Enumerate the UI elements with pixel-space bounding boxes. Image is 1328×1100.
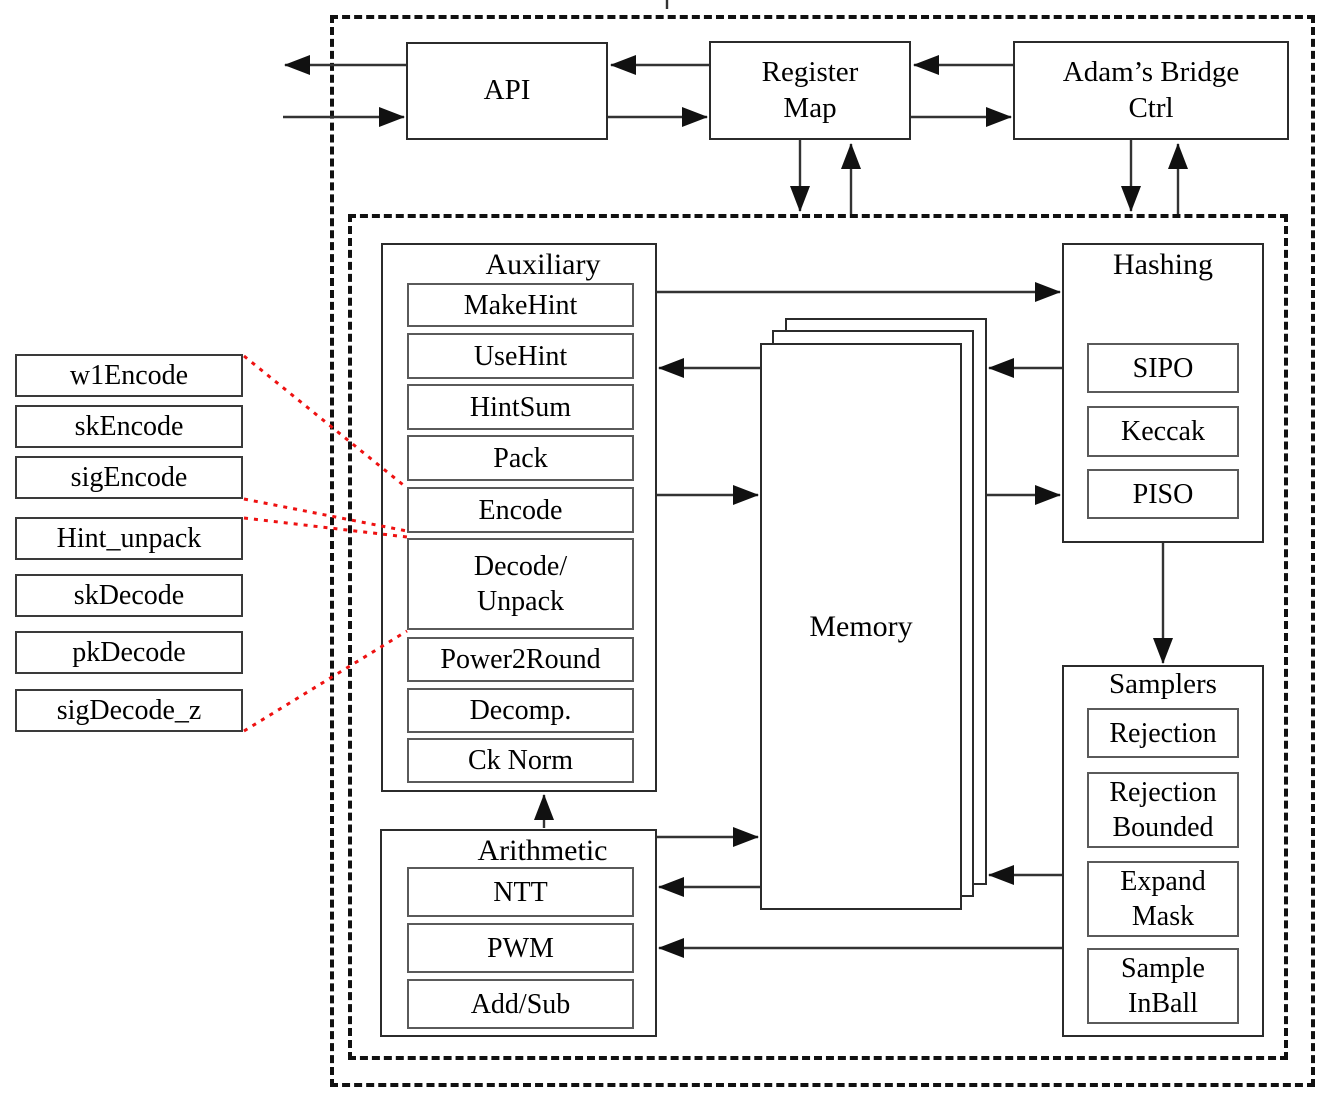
aux-item-ck-norm: Ck Norm [407, 738, 634, 783]
auxiliary-title: Auxiliary [485, 248, 601, 281]
register-map-block: Register Map [709, 41, 911, 140]
samplers-item-sample-inball: Sample InBall [1087, 948, 1239, 1024]
hashing-title: Hashing [1113, 248, 1213, 281]
callout-pkdecode: pkDecode [15, 631, 243, 674]
samplers-item-rejection: Rejection [1087, 708, 1239, 758]
callout-skdecode: skDecode [15, 574, 243, 617]
callout-hint-unpack: Hint_unpack [15, 517, 243, 560]
hashing-item-sipo: SIPO [1087, 343, 1239, 393]
adams-bridge-ctrl-block: Adam’s Bridge Ctrl [1013, 41, 1289, 140]
arithmetic-item-add-sub: Add/Sub [407, 979, 634, 1029]
samplers-item-rejection-bounded: Rejection Bounded [1087, 772, 1239, 848]
aux-item-power2round: Power2Round [407, 637, 634, 682]
callout-w1encode: w1Encode [15, 354, 243, 397]
callout-sigencode: sigEncode [15, 456, 243, 499]
callout-sigdecode-z: sigDecode_z [15, 689, 243, 732]
arithmetic-item-pwm: PWM [407, 923, 634, 973]
memory-block: Memory [760, 343, 962, 910]
hashing-item-keccak: Keccak [1087, 406, 1239, 457]
api-block: API [406, 42, 608, 140]
samplers-item-expand-mask: Expand Mask [1087, 861, 1239, 937]
aux-item-decomp: Decomp. [407, 688, 634, 733]
hashing-item-piso: PISO [1087, 469, 1239, 519]
aux-item-makehint: MakeHint [407, 283, 634, 327]
aux-item-encode: Encode [407, 487, 634, 533]
aux-item-pack: Pack [407, 435, 634, 481]
aux-item-decode-unpack: Decode/ Unpack [407, 538, 634, 630]
arithmetic-item-ntt: NTT [407, 867, 634, 917]
outer-dashed-boundary [330, 15, 1315, 1087]
samplers-title: Samplers [1109, 668, 1217, 700]
aux-item-usehint: UseHint [407, 333, 634, 379]
aux-item-hintsum: HintSum [407, 384, 634, 430]
arithmetic-title: Arithmetic [477, 834, 608, 867]
callout-skencode: skEncode [15, 405, 243, 448]
